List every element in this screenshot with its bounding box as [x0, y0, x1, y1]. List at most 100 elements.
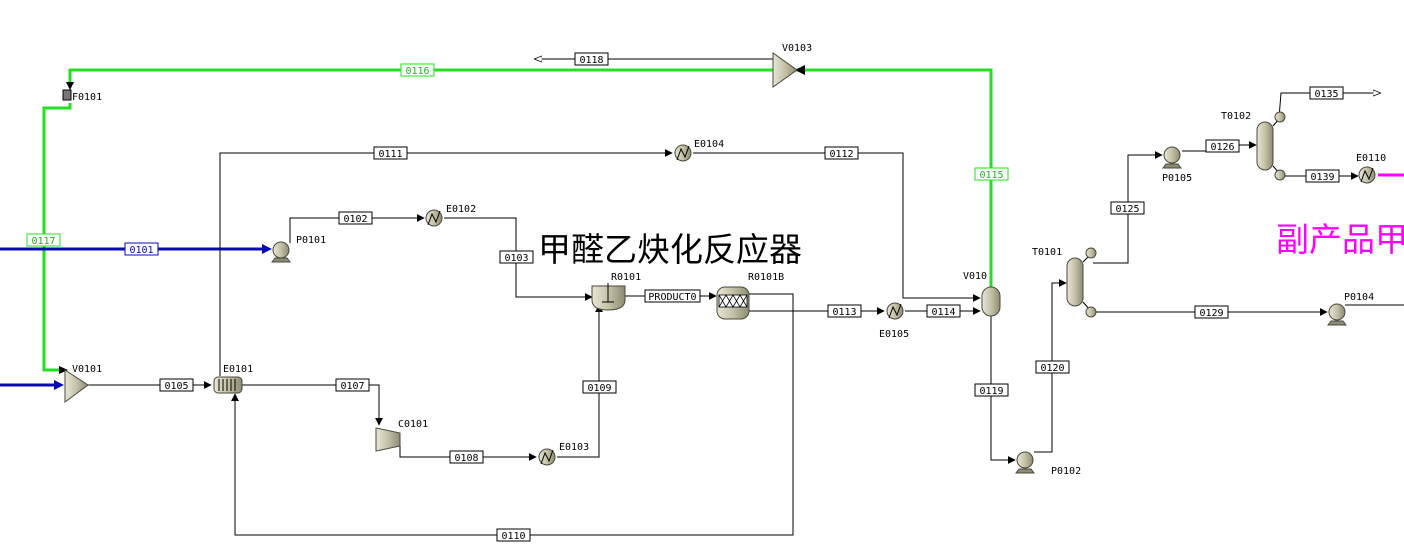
svg-text:0103: 0103 — [504, 253, 528, 264]
recycle-streams — [42, 68, 993, 372]
svg-text:0115: 0115 — [979, 170, 1003, 181]
column-t0102[interactable] — [1256, 111, 1286, 181]
stream-0111-line[interactable] — [219, 149, 673, 376]
label-e0110: E0110 — [1356, 153, 1386, 164]
feed-arrowheads — [54, 244, 272, 390]
stream-label-0116[interactable]: 0116 — [400, 63, 435, 77]
stream-0110-line[interactable] — [231, 293, 794, 536]
stream-label-0108[interactable]: 0108 — [449, 450, 484, 464]
svg-text:0113: 0113 — [832, 307, 856, 318]
stream-label-0107[interactable]: 0107 — [335, 378, 370, 392]
svg-text:0105: 0105 — [164, 381, 188, 392]
pump-p0104[interactable] — [1327, 303, 1347, 326]
stream-0109-line[interactable] — [557, 304, 603, 458]
stream-label-0135[interactable]: 0135 — [1309, 86, 1344, 100]
stream-label-0120[interactable]: 0120 — [1035, 360, 1070, 374]
svg-text:0116: 0116 — [405, 66, 429, 77]
stream-0115-line[interactable] — [795, 68, 993, 288]
pump-p0102[interactable] — [1015, 451, 1035, 474]
label-v0101: V0101 — [72, 364, 102, 375]
stream-0107-line[interactable] — [242, 384, 383, 426]
label-t0101: T0101 — [1032, 247, 1062, 258]
label-r0101: R0101 — [611, 272, 641, 283]
label-p0104: P0104 — [1344, 292, 1374, 303]
label-e0102: E0102 — [446, 204, 476, 215]
svg-text:0110: 0110 — [501, 531, 525, 542]
stream-label-0102[interactable]: 0102 — [338, 211, 373, 225]
stream-label-0113[interactable]: 0113 — [827, 304, 862, 318]
svg-text:0120: 0120 — [1040, 363, 1064, 374]
compressor-c0101[interactable] — [375, 427, 401, 452]
stream-0116-line[interactable] — [68, 68, 773, 86]
svg-text:PRODUCT0: PRODUCT0 — [648, 292, 696, 303]
byproduct-section-title: 副产品甲 — [1276, 220, 1404, 259]
svg-text:0114: 0114 — [931, 307, 955, 318]
stream-label-0110[interactable]: 0110 — [496, 528, 531, 542]
svg-text:0125: 0125 — [1115, 204, 1139, 215]
stream-label-0105[interactable]: 0105 — [159, 378, 194, 392]
label-p0105: P0105 — [1162, 173, 1192, 184]
svg-text:0129: 0129 — [1199, 308, 1223, 319]
pump-p0105[interactable] — [1162, 146, 1182, 169]
svg-text:0108: 0108 — [454, 453, 478, 464]
stream-labels: 0116 0117 0115 0101 0118 0111 0112 0102 — [26, 52, 1344, 542]
label-r0101b: R0101B — [748, 272, 784, 283]
label-p0101: P0101 — [296, 235, 326, 246]
reactor-r0101[interactable] — [591, 283, 626, 311]
flash-drum-v0102[interactable] — [981, 286, 1001, 317]
stream-0102-line[interactable] — [289, 214, 425, 243]
stream-label-0118[interactable]: 0118 — [574, 52, 609, 66]
stream-0135-line[interactable] — [1278, 93, 1380, 119]
stream-label-0125[interactable]: 0125 — [1110, 201, 1145, 215]
column-t0101[interactable] — [1066, 247, 1097, 318]
mixer-v0101[interactable] — [64, 369, 89, 403]
stream-0112-line[interactable] — [693, 152, 981, 302]
svg-text:0135: 0135 — [1314, 89, 1338, 100]
label-p0102: P0102 — [1051, 466, 1081, 477]
label-e0101: E0101 — [223, 364, 253, 375]
stream-label-0112[interactable]: 0112 — [824, 146, 859, 160]
stream-label-0109[interactable]: 0109 — [582, 380, 617, 394]
svg-text:0101: 0101 — [129, 245, 153, 256]
svg-text:0117: 0117 — [31, 236, 55, 247]
stream-label-0126[interactable]: 0126 — [1205, 139, 1240, 153]
heater-e0105[interactable] — [886, 302, 904, 320]
stream-label-0115[interactable]: 0115 — [974, 167, 1009, 181]
splitter-v0103[interactable] — [772, 52, 798, 88]
label-f0101: F0101 — [72, 92, 102, 103]
exchanger-e0101[interactable] — [213, 376, 243, 394]
svg-text:0112: 0112 — [829, 149, 853, 160]
stream-label-0101[interactable]: 0101 — [124, 242, 159, 256]
svg-text:0126: 0126 — [1210, 142, 1234, 153]
stream-label-0117[interactable]: 0117 — [26, 233, 61, 247]
equipment-labels: F0101 V0103 E0104 E0102 P0101 R0101 R010… — [72, 43, 1386, 477]
svg-text:0118: 0118 — [579, 55, 603, 66]
stream-label-0114[interactable]: 0114 — [926, 304, 961, 318]
label-e0104: E0104 — [694, 139, 724, 150]
stream-0108-line[interactable] — [399, 445, 537, 461]
stream-0117-line[interactable] — [42, 103, 72, 372]
heater-e0103[interactable] — [538, 448, 556, 466]
label-v0103: V0103 — [782, 43, 812, 54]
label-c0101: C0101 — [398, 419, 428, 430]
stream-label-product0[interactable]: PRODUCT0 — [644, 289, 701, 303]
stream-label-0111[interactable]: 0111 — [373, 146, 408, 160]
stream-label-0119[interactable]: 0119 — [974, 383, 1009, 397]
recycle-arrowheads — [59, 65, 805, 374]
svg-text:0109: 0109 — [587, 383, 611, 394]
heater-e0110[interactable] — [1358, 166, 1376, 184]
heater-e0102[interactable] — [425, 209, 443, 227]
pump-p0101[interactable] — [271, 241, 291, 263]
stream-label-0139[interactable]: 0139 — [1305, 169, 1340, 183]
svg-text:0119: 0119 — [979, 386, 1003, 397]
svg-text:0111: 0111 — [378, 149, 402, 160]
stream-0119-line[interactable] — [990, 316, 1016, 464]
stream-label-0129[interactable]: 0129 — [1194, 305, 1229, 319]
stream-label-0103[interactable]: 0103 — [499, 250, 534, 264]
svg-text:0139: 0139 — [1310, 172, 1334, 183]
mixer-f0101[interactable] — [62, 89, 72, 101]
reactor-r0101b[interactable] — [716, 286, 750, 320]
svg-text:0107: 0107 — [340, 381, 364, 392]
heater-e0104[interactable] — [674, 144, 692, 162]
